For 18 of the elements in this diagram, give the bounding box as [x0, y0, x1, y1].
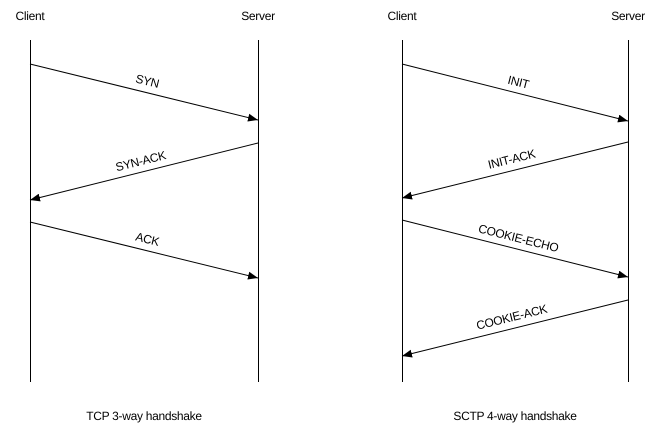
edge-label: INIT [506, 72, 531, 92]
message-arrow [402, 300, 628, 358]
participant-label: Server [241, 8, 275, 24]
edge-label: ACK [134, 230, 161, 249]
edge-label: SYN-ACK [114, 148, 168, 174]
message-arrow [30, 64, 258, 122]
edge-label: INIT-ACK [486, 146, 537, 172]
message-arrow [30, 142, 258, 202]
edge-label: SYN [134, 72, 161, 91]
message-arrow [30, 222, 258, 280]
diagram-caption: SCTP 4-way handshake [453, 408, 577, 424]
diagram-caption: TCP 3-way handshake [86, 408, 202, 424]
message-arrow [402, 64, 628, 122]
participant-label: Client [16, 8, 44, 24]
message-arrow [402, 142, 628, 200]
participant-label: Client [388, 8, 416, 24]
message-arrow [402, 220, 628, 278]
participant-label: Server [611, 8, 645, 24]
